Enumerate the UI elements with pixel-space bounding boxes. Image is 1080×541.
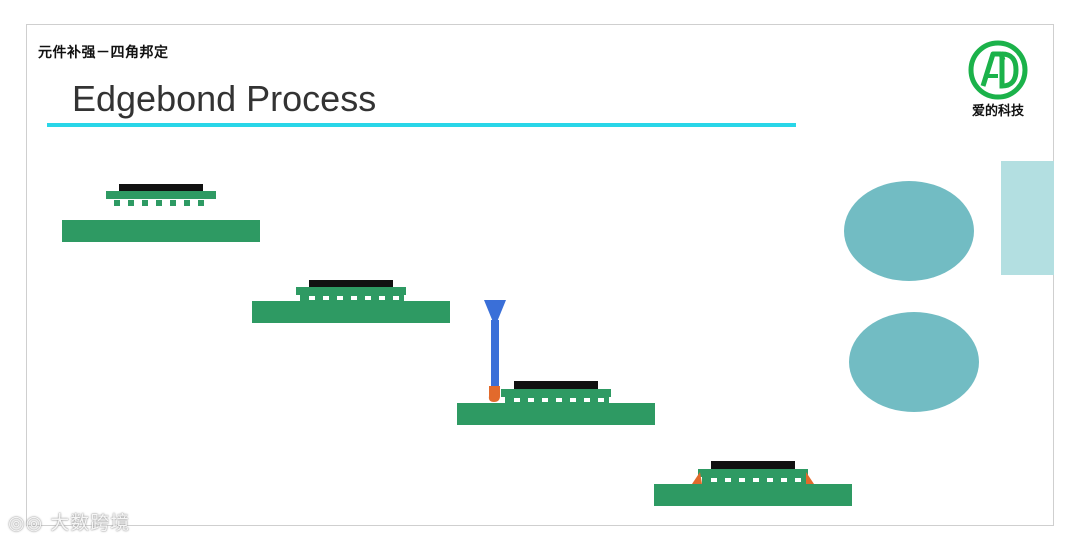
step-3-adhesive-dispensing (457, 300, 655, 425)
title-underline (47, 123, 796, 127)
board-1 (62, 220, 260, 242)
chip-die-2 (309, 280, 393, 287)
board-2 (252, 301, 450, 323)
watermark-text: 大数跨境 (50, 512, 131, 534)
adhesive-right (806, 472, 814, 484)
solder-bumps-4 (711, 478, 801, 482)
company-logo-icon (968, 40, 1028, 100)
step-1-component-placement (62, 184, 260, 242)
board-4 (654, 484, 852, 506)
substrate-1 (106, 191, 216, 199)
slide-subtitle: 元件补强－四角邦定 (38, 45, 169, 61)
decorative-ellipse-top (844, 181, 974, 281)
decorative-ellipse-bottom (849, 312, 979, 412)
dispensing-needle-icon (484, 300, 506, 386)
step-4-edgebond-cured (654, 461, 852, 506)
watermark-icon: ◎◎ (8, 512, 51, 534)
step-2-component-mounted (252, 280, 450, 323)
logo-text: 爱的科技 (971, 104, 1024, 119)
substrate-2 (296, 287, 406, 295)
chip-die-4 (711, 461, 795, 469)
adhesive-drop (488, 386, 500, 402)
chip-die-3 (514, 381, 598, 389)
board-3 (457, 403, 655, 425)
substrate-4 (698, 469, 808, 477)
adhesive-left (692, 472, 702, 484)
slide-title: Edgebond Process (72, 78, 377, 119)
solder-bumps-2 (309, 296, 399, 300)
decorative-side-panel (1001, 161, 1054, 275)
solder-bumps-1 (114, 200, 204, 206)
substrate-3 (501, 389, 611, 397)
chip-die-1 (119, 184, 203, 191)
solder-bumps-3 (514, 398, 604, 402)
watermark: ◎◎ 大数跨境 (8, 508, 130, 535)
